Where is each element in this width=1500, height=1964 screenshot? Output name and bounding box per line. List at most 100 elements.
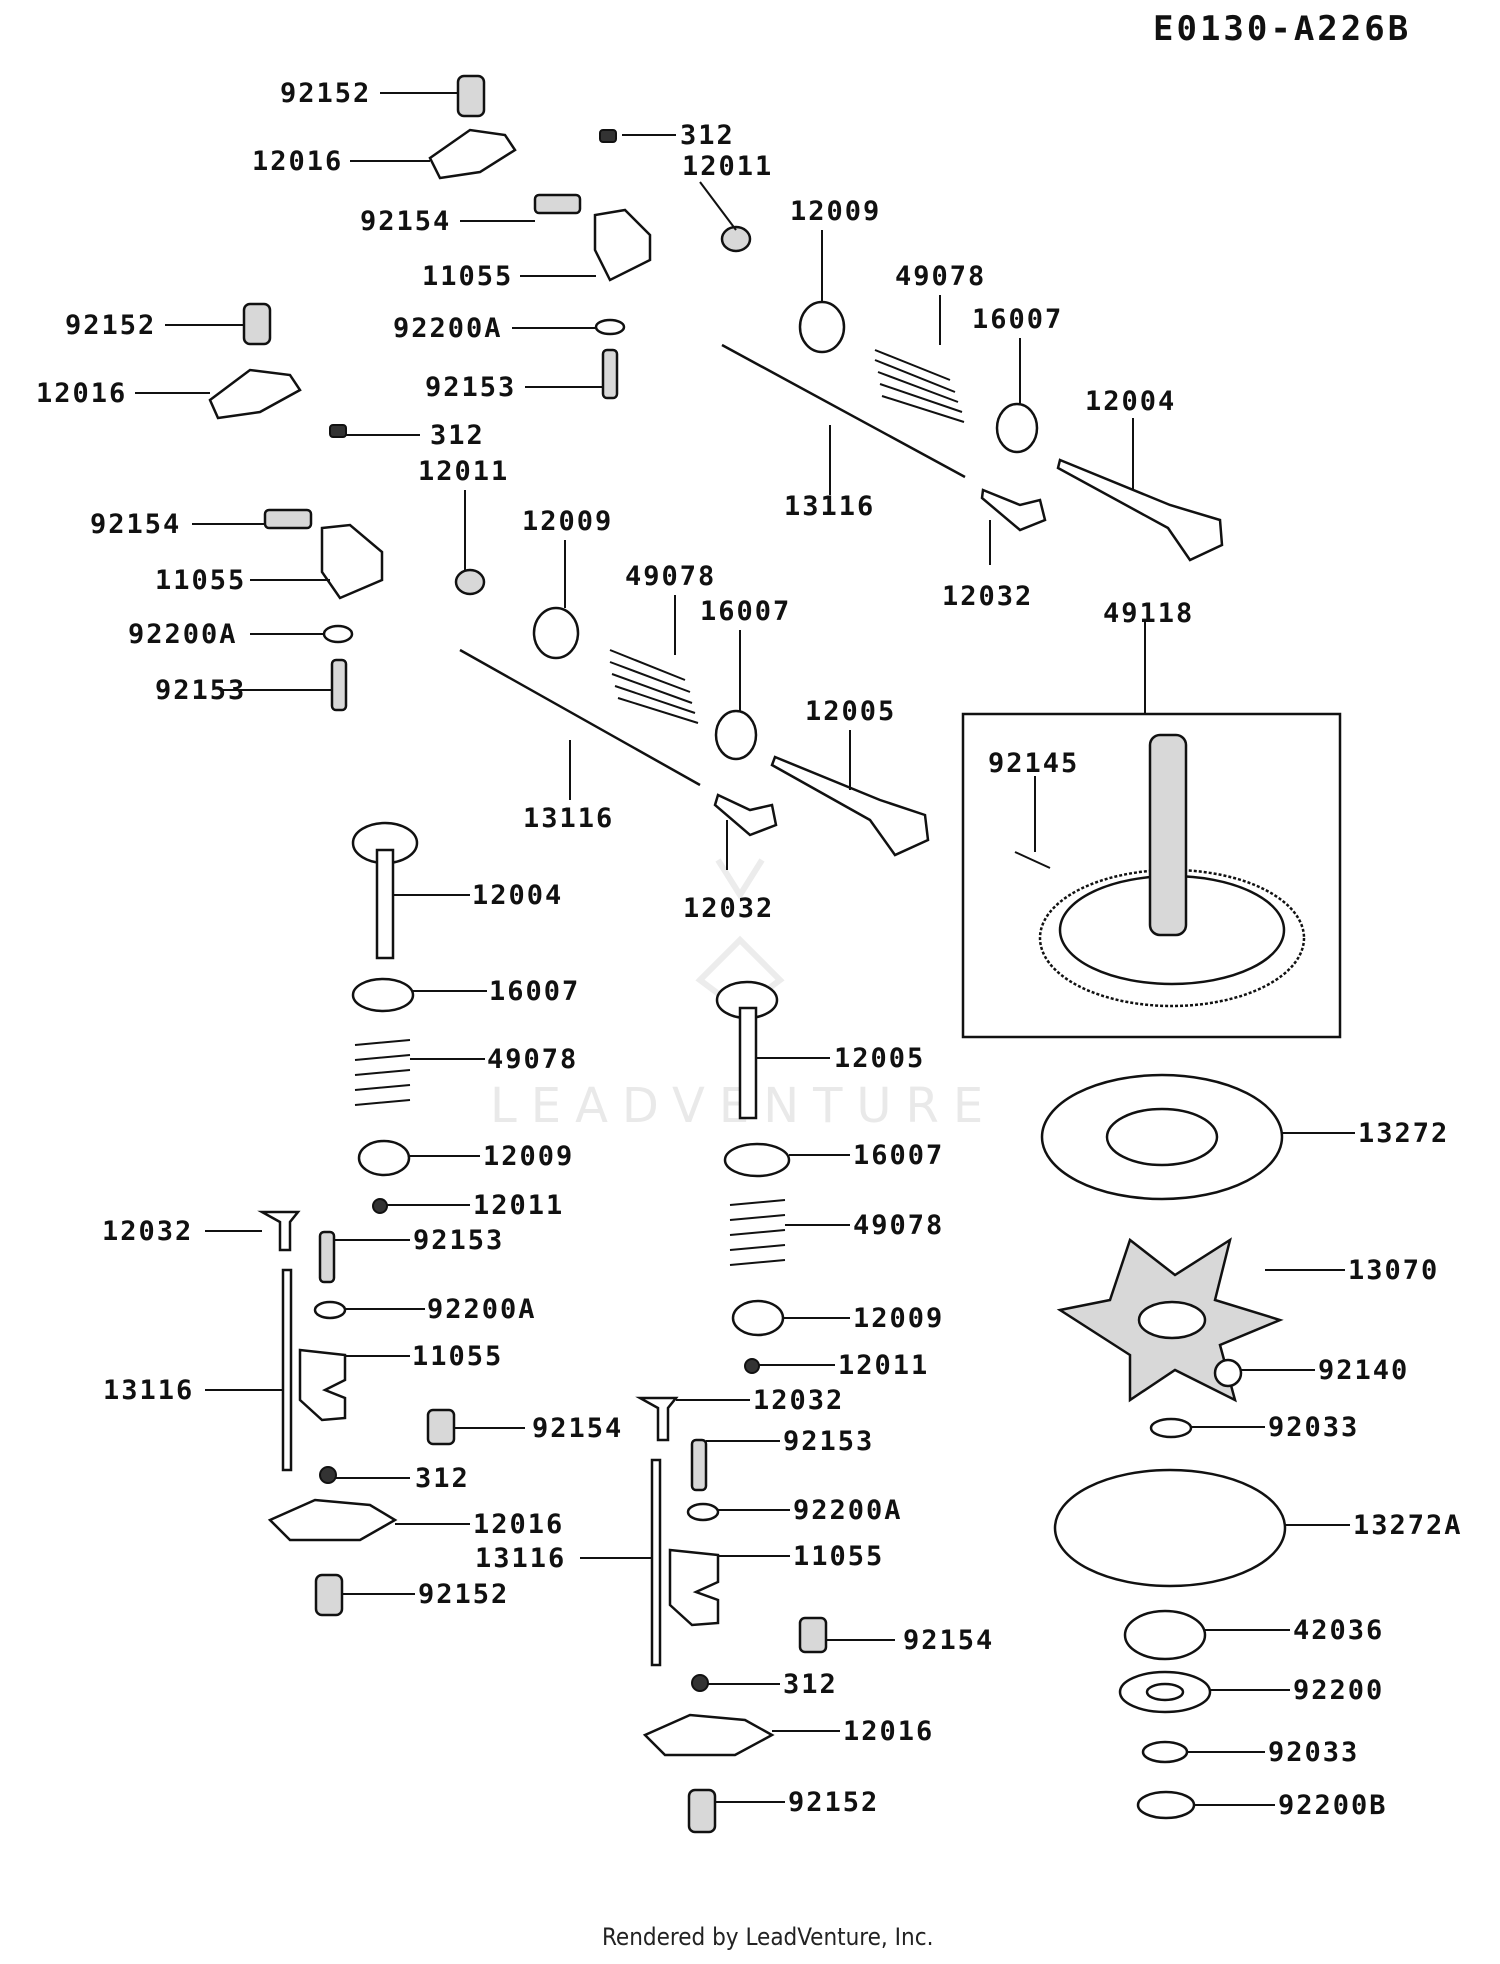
callout-c45: 12005 — [834, 1043, 925, 1074]
callout-c4: 12011 — [682, 151, 773, 182]
ball-92140 — [1213, 1358, 1243, 1388]
washer-16007-d — [723, 1142, 791, 1178]
callout-c22: 11055 — [155, 565, 246, 596]
nut-312-b — [329, 424, 347, 438]
plate-13272A — [1053, 1468, 1287, 1588]
watermark-text: LEADVENTURE — [490, 1078, 997, 1134]
callout-c61: 92140 — [1318, 1355, 1409, 1386]
rocker-arm-12016-c — [267, 1498, 398, 1542]
callout-c19: 92154 — [90, 509, 181, 540]
callout-c50: 12032 — [753, 1385, 844, 1416]
footer-credit: Rendered by LeadVenture, Inc. — [602, 1923, 933, 1951]
bolt-92154-d — [798, 1616, 828, 1654]
callout-c51: 92153 — [783, 1426, 874, 1457]
callout-c1: 92152 — [280, 78, 371, 109]
spring-92145 — [1014, 851, 1051, 869]
callout-c40: 13116 — [103, 1375, 194, 1406]
lifter-12032-d — [635, 1396, 679, 1442]
diagram-code: E0130-A226B — [1153, 9, 1411, 49]
nut-312-c — [319, 1466, 337, 1484]
callout-c12: 12004 — [1085, 386, 1176, 417]
stud-92153-b — [330, 658, 348, 712]
callout-c44: 92152 — [418, 1579, 509, 1610]
cap-12011-d — [744, 1358, 760, 1374]
retainer-12009-d — [731, 1299, 785, 1337]
callout-c38: 92200A — [427, 1294, 537, 1325]
pushrod-13116-d — [650, 1458, 662, 1667]
callout-c17: 312 — [430, 420, 485, 451]
callout-c27: 13116 — [523, 803, 614, 834]
callout-c26: 12005 — [805, 696, 896, 727]
washer-16007-a — [995, 402, 1039, 454]
rocker-bracket-11055-d — [668, 1548, 720, 1627]
leader-lines — [135, 92, 1355, 1806]
callout-c43: 12016 — [473, 1509, 564, 1540]
rocker-arm-12016-a — [428, 128, 517, 180]
stud-92153-a — [601, 348, 619, 400]
valve-12004-a — [1056, 458, 1224, 562]
callout-c7: 12009 — [790, 196, 881, 227]
bolt-92154-c — [426, 1408, 456, 1446]
callout-c3: 312 — [680, 120, 735, 151]
pushrod-13116-c — [281, 1268, 293, 1472]
callout-c16: 12016 — [36, 378, 127, 409]
callout-c2: 12016 — [252, 146, 343, 177]
cap-12011-b — [454, 568, 486, 596]
washer-16007-c — [351, 977, 415, 1013]
callout-c41: 92154 — [532, 1413, 623, 1444]
ring-92033-b — [1141, 1740, 1189, 1764]
callout-c66: 92033 — [1268, 1737, 1359, 1768]
valve-stem-12004-b — [375, 848, 395, 960]
ring-92033-a — [1149, 1417, 1193, 1439]
callout-c21: 49078 — [625, 561, 716, 592]
callout-c54: 11055 — [793, 1541, 884, 1572]
stud-92153-d — [690, 1438, 708, 1492]
callout-c62: 92033 — [1268, 1412, 1359, 1443]
washer-92200-hole — [1145, 1682, 1185, 1702]
callout-c58: 92152 — [788, 1787, 879, 1818]
callout-c34: 12009 — [483, 1141, 574, 1172]
callout-labels: 92152 12016 312 12011 92154 11055 12009 … — [36, 78, 1461, 1821]
callout-c67: 92200B — [1278, 1790, 1388, 1821]
collar-92152-b — [242, 302, 272, 346]
lifter-12032-b — [713, 793, 778, 837]
callout-c29: 49118 — [1103, 598, 1194, 629]
retainer-12009-c — [357, 1139, 411, 1177]
callout-c64: 42036 — [1293, 1615, 1384, 1646]
spring-49078-a — [874, 349, 965, 423]
spring-49078-d — [729, 1199, 786, 1266]
washer-16007-b — [714, 709, 758, 761]
callout-c48: 12009 — [853, 1303, 944, 1334]
callout-c55: 92154 — [903, 1625, 994, 1656]
washer-92200A-c — [313, 1300, 347, 1320]
callout-c36: 12032 — [102, 1216, 193, 1247]
callout-c28: 12032 — [683, 893, 774, 924]
callout-c20: 12009 — [522, 506, 613, 537]
washer-92200A-d — [686, 1502, 720, 1522]
callout-c47: 49078 — [853, 1210, 944, 1241]
callout-c49: 12011 — [838, 1350, 929, 1381]
bolt-92154-b — [263, 508, 313, 530]
washer-92200B — [1136, 1790, 1196, 1820]
pushrod-13116-b — [459, 648, 701, 787]
nut-312-d — [691, 1674, 709, 1692]
valve-stem-12005-b — [738, 1006, 758, 1120]
callout-c9: 92200A — [393, 313, 503, 344]
callout-c60: 13070 — [1348, 1255, 1439, 1286]
callout-c18: 12011 — [418, 456, 509, 487]
lifter-12032-c — [257, 1210, 301, 1252]
callout-c35: 12011 — [473, 1190, 564, 1221]
callout-c32: 16007 — [489, 976, 580, 1007]
callout-c33: 49078 — [487, 1044, 578, 1075]
cap-12011-c — [372, 1198, 388, 1214]
callout-c11: 92153 — [425, 372, 516, 403]
watermark: LEADVENTURE — [490, 858, 997, 1134]
spring-49078-c — [354, 1039, 411, 1106]
spring-49078-b — [609, 649, 699, 724]
callout-c56: 312 — [783, 1669, 838, 1700]
rocker-bracket-11055-a — [593, 208, 652, 282]
retainer-12009-a — [798, 300, 846, 354]
callout-c8: 49078 — [895, 261, 986, 292]
gear-42036 — [1123, 1609, 1207, 1661]
rocker-bracket-11055-c — [298, 1348, 347, 1422]
